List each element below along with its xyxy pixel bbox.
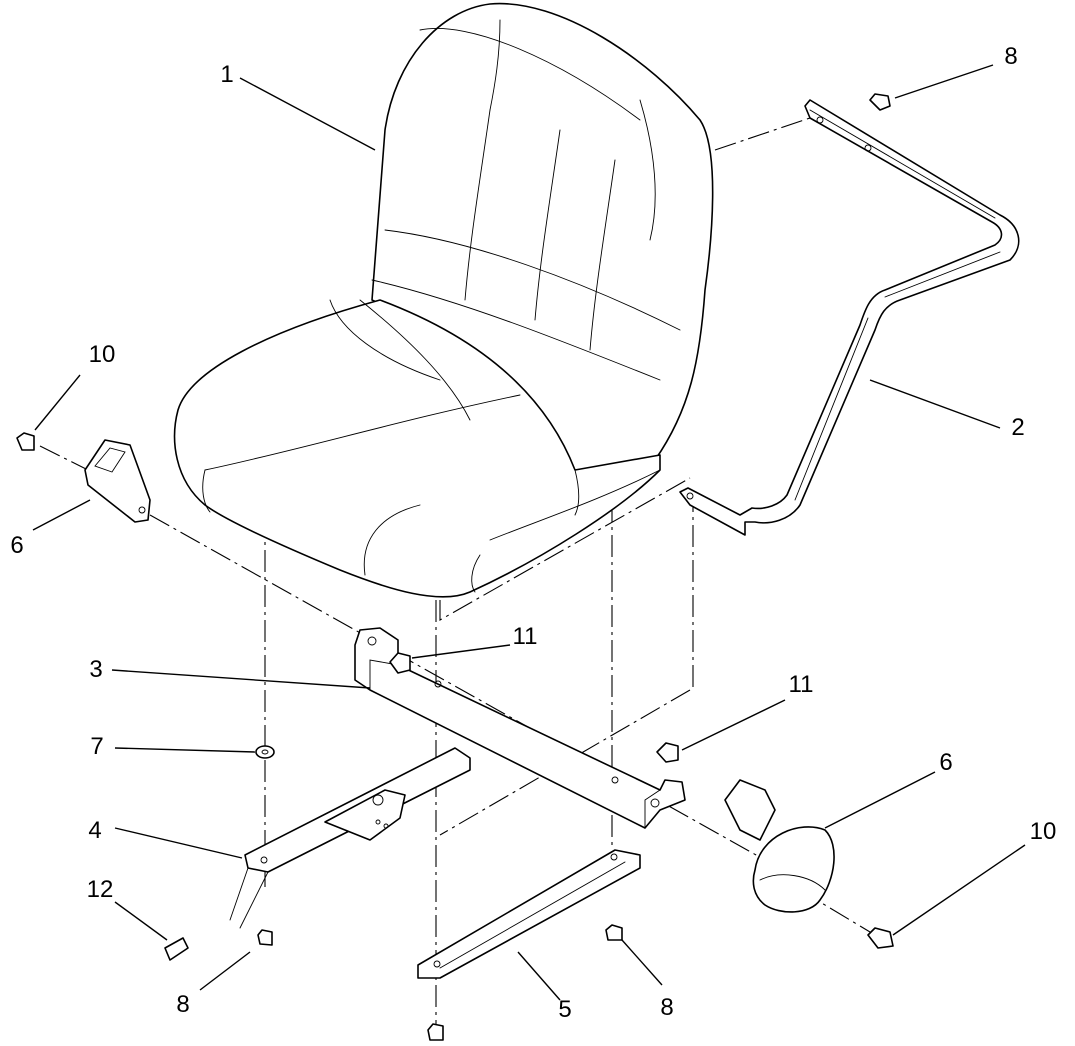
callout-1: 1 [220, 61, 233, 88]
callout-7: 7 [90, 733, 103, 760]
callout-labels: 1 2 3 4 5 6 6 7 8 8 8 10 10 11 11 12 [10, 43, 1056, 1023]
seat [173, 2, 714, 598]
callout-6-left: 6 [10, 532, 23, 559]
callout-10-left: 10 [89, 341, 116, 368]
callout-11-right: 11 [789, 671, 814, 698]
callout-3: 3 [89, 656, 102, 683]
callout-8-top: 8 [1004, 43, 1017, 70]
left-slide-rail [229, 747, 471, 929]
belt-buckle-right [724, 779, 835, 913]
mounting-plate [354, 627, 686, 829]
callout-2: 2 [1011, 414, 1024, 441]
callout-8-left: 8 [176, 991, 189, 1018]
callout-6-right: 6 [939, 749, 952, 776]
fasteners [16, 93, 894, 1041]
seat-bar [679, 99, 1020, 536]
callout-8-right: 8 [660, 994, 673, 1021]
callout-10-right: 10 [1030, 818, 1057, 845]
callout-5: 5 [558, 996, 571, 1023]
callout-12: 12 [87, 876, 114, 903]
callout-11-top: 11 [513, 623, 538, 650]
belt-buckle-left [84, 439, 151, 523]
right-slide-rail [417, 849, 641, 979]
leader-lines [32, 64, 1026, 1001]
callout-4: 4 [88, 817, 101, 844]
